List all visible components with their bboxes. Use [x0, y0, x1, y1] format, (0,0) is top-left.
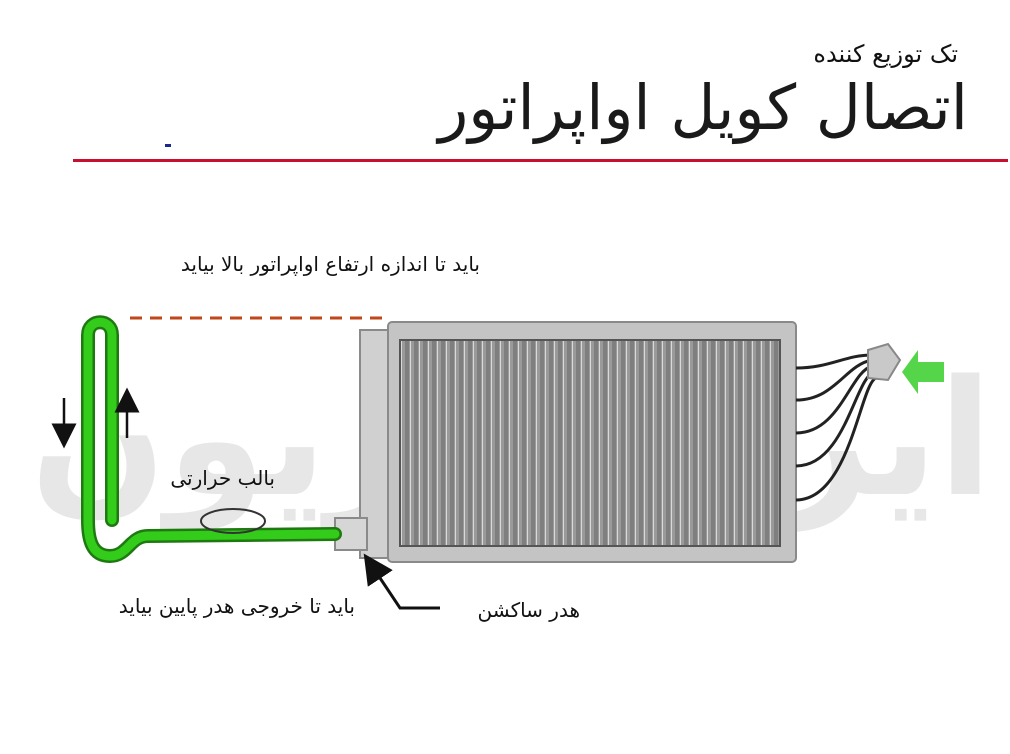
- label-thermal-bulb: بالب حرارتی: [170, 466, 275, 490]
- page-subtitle: تک توزیع کننده: [813, 40, 958, 68]
- header-pointer-arrow: [363, 553, 440, 610]
- label-suction-header: هدر ساکشن: [477, 598, 581, 622]
- page-title: اتصال کویل اواپراتور: [438, 71, 968, 144]
- blue-mark: [165, 144, 171, 147]
- thermal-bulb: [200, 508, 266, 534]
- flow-arrow-icon: [902, 350, 944, 394]
- distributor-tubes: [795, 353, 877, 502]
- distributor: [867, 342, 902, 382]
- evaporator-coil: [359, 321, 797, 563]
- header-rule: [73, 159, 1008, 162]
- suction-pipe: [81, 315, 342, 563]
- label-bottom-note: باید تا خروجی هدر پایین بیاید: [118, 594, 355, 618]
- label-top-note: باید تا اندازه ارتفاع اواپراتور بالا بیا…: [180, 252, 480, 276]
